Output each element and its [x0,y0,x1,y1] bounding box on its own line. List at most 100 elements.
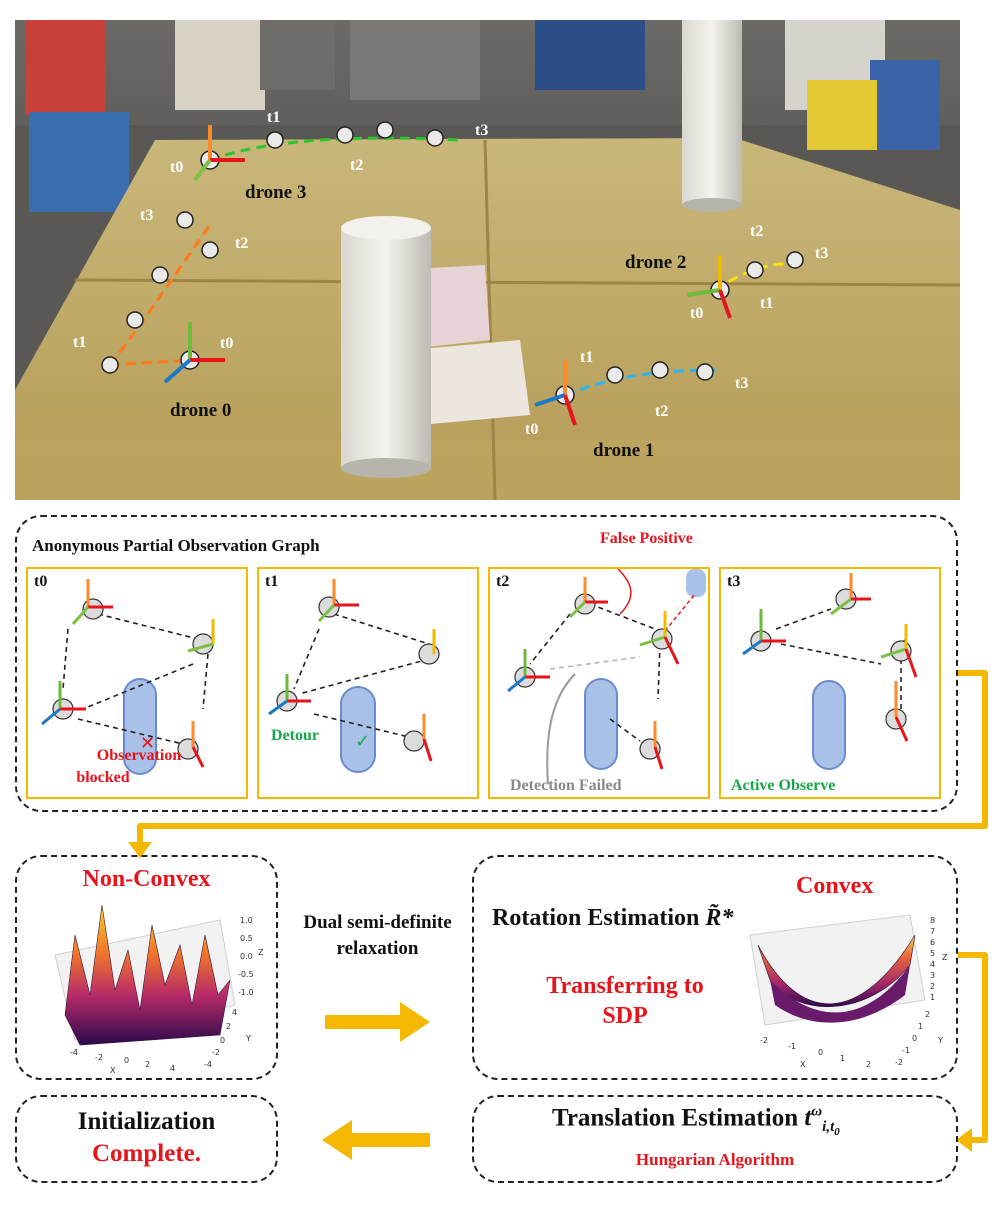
translation-box [472,1095,958,1183]
panel-t0-note2: blocked [76,769,130,786]
panel-t1-time: t1 [265,573,279,590]
init-line2: Complete. [92,1140,201,1167]
nc-z-tick-1: 0.5 [240,934,253,943]
cv-x-tick-2: 0 [818,1048,823,1057]
cv-z-tick-0: 8 [930,916,935,925]
convex-surface-plot: 8 7 6 5 4 3 2 1 Z 2 1 0 -1 -2 Y -2 -1 0 … [749,914,948,1069]
sdp-line1: Transferring to [546,973,704,999]
cv-x-tick-1: -1 [788,1042,796,1051]
nc-x-tick-3: 2 [145,1060,150,1069]
relax-line1: Dual semi-definite [303,912,452,933]
cv-z-tick-6: 2 [930,982,935,991]
drone3-label: drone 3 [245,182,306,203]
cv-x-tick-3: 1 [840,1054,845,1063]
drone3-t2: t2 [350,157,363,174]
init-line1: Initialization [77,1108,216,1135]
drone3-t0: t0 [170,159,183,176]
cv-z-tick-4: 4 [930,960,935,969]
drone0-label: drone 0 [170,400,231,421]
nc-y-tick-3: -2 [212,1048,220,1057]
nonconvex-box [15,855,278,1080]
nonconvex-title: Non-Convex [82,866,211,892]
experiment-photo: t0 t1 t2 t3 t3 t2 t1 t0 t1 t3 t2 t0 t2 t… [15,20,960,500]
panel-t3-graph [742,573,918,770]
translation-subsub: 0 [834,1126,840,1139]
drone2-t3: t3 [815,245,828,262]
panel-t0-time: t0 [34,573,48,590]
drone2-t2: t2 [750,223,763,240]
translation-title-text: Translation Estimation [552,1104,799,1132]
pillar-front [341,216,431,478]
cv-z-tick-1: 7 [930,927,935,936]
false-positive-label: False Positive [600,530,693,547]
cv-x-label: X [800,1060,806,1069]
translation-symbol: tωi,t0 [804,1104,840,1139]
cv-z-tick-5: 3 [930,971,935,980]
nc-z-label: Z [258,948,264,957]
rotation-title: Rotation Estimation R̃* [492,905,733,932]
graph-title: Anonymous Partial Observation Graph [32,536,320,555]
svg-text:✓: ✓ [355,731,370,752]
nc-y-tick-4: -4 [204,1060,212,1069]
cv-z-tick-2: 6 [930,938,935,947]
nc-z-tick-0: 1.0 [240,916,253,925]
pillar-back [682,20,742,212]
drone2-label: drone 2 [625,252,686,273]
convex-label: Convex [796,873,874,899]
nc-y-label: Y [245,1034,251,1043]
sdp-line2: SDP [602,1003,648,1029]
relax-line2: relaxation [336,938,419,959]
cv-y-tick-2: 0 [912,1034,917,1043]
drone3-t1: t1 [267,109,280,126]
panel-t3-note: Active Observe [731,777,836,794]
drone0-t3: t3 [140,207,153,224]
nc-z-tick-4: -1.0 [238,988,254,997]
nc-y-tick-2: 0 [220,1036,225,1045]
cv-x-tick-0: -2 [760,1036,768,1045]
nc-y-tick-0: 4 [232,1008,237,1017]
nonconvex-surface-plot: 1.0 0.5 0.0 -0.5 -1.0 Z 4 2 0 -2 -4 Y -4… [54,904,264,1075]
cv-x-tick-4: 2 [866,1060,871,1069]
panel-t0-graph: ✕ [41,579,215,775]
cv-z-tick-3: 5 [930,949,935,958]
cv-y-tick-4: -2 [895,1058,903,1067]
drone1-t3: t3 [735,375,748,392]
translation-sup: ω [811,1104,823,1120]
cv-z-label: Z [942,953,948,962]
panel-t3-time: t3 [727,573,741,590]
translation-title: Translation Estimation tωi,t0 [552,1104,840,1138]
panel-t2-graph [507,569,706,785]
rotation-box [472,855,958,1080]
nc-x-tick-1: -2 [95,1053,103,1062]
drone1-t2: t2 [655,403,668,420]
panel-t3: t3 Active Observe [719,567,941,799]
cv-y-label: Y [937,1036,943,1045]
drone1-label: drone 1 [593,440,654,461]
cv-y-tick-3: -1 [902,1046,910,1055]
cv-y-tick-1: 1 [918,1022,923,1031]
nc-x-tick-0: -4 [70,1048,78,1057]
drone1-t0: t0 [525,421,538,438]
nc-z-tick-2: 0.0 [240,952,253,961]
panel-t1: t1 ✓ Detour [257,567,479,799]
nc-x-tick-2: 0 [124,1056,129,1065]
cv-z-tick-7: 1 [930,993,935,1002]
cv-y-tick-0: 2 [925,1010,930,1019]
svg-text:✕: ✕ [140,733,155,754]
hungarian-label: Hungarian Algorithm [635,1150,795,1169]
drone2-t1: t1 [760,295,773,312]
translation-sub: i,t0 [822,1119,840,1139]
panel-t0: t0 ✕ Observation blocked [26,567,248,799]
nc-y-tick-1: 2 [226,1022,231,1031]
drone0-t0: t0 [220,335,233,352]
rotation-symbol: R̃* [705,905,734,931]
observation-graph-box [15,515,958,812]
drone3-t3: t3 [475,122,488,139]
nc-z-tick-3: -0.5 [238,970,254,979]
panel-t2: t2 Detection Failed [488,567,710,799]
panel-t1-graph: ✓ [268,579,440,773]
rotation-title-text: Rotation Estimation [492,905,700,931]
panel-t2-note: Detection Failed [510,777,622,794]
drone0-t2: t2 [235,235,248,252]
